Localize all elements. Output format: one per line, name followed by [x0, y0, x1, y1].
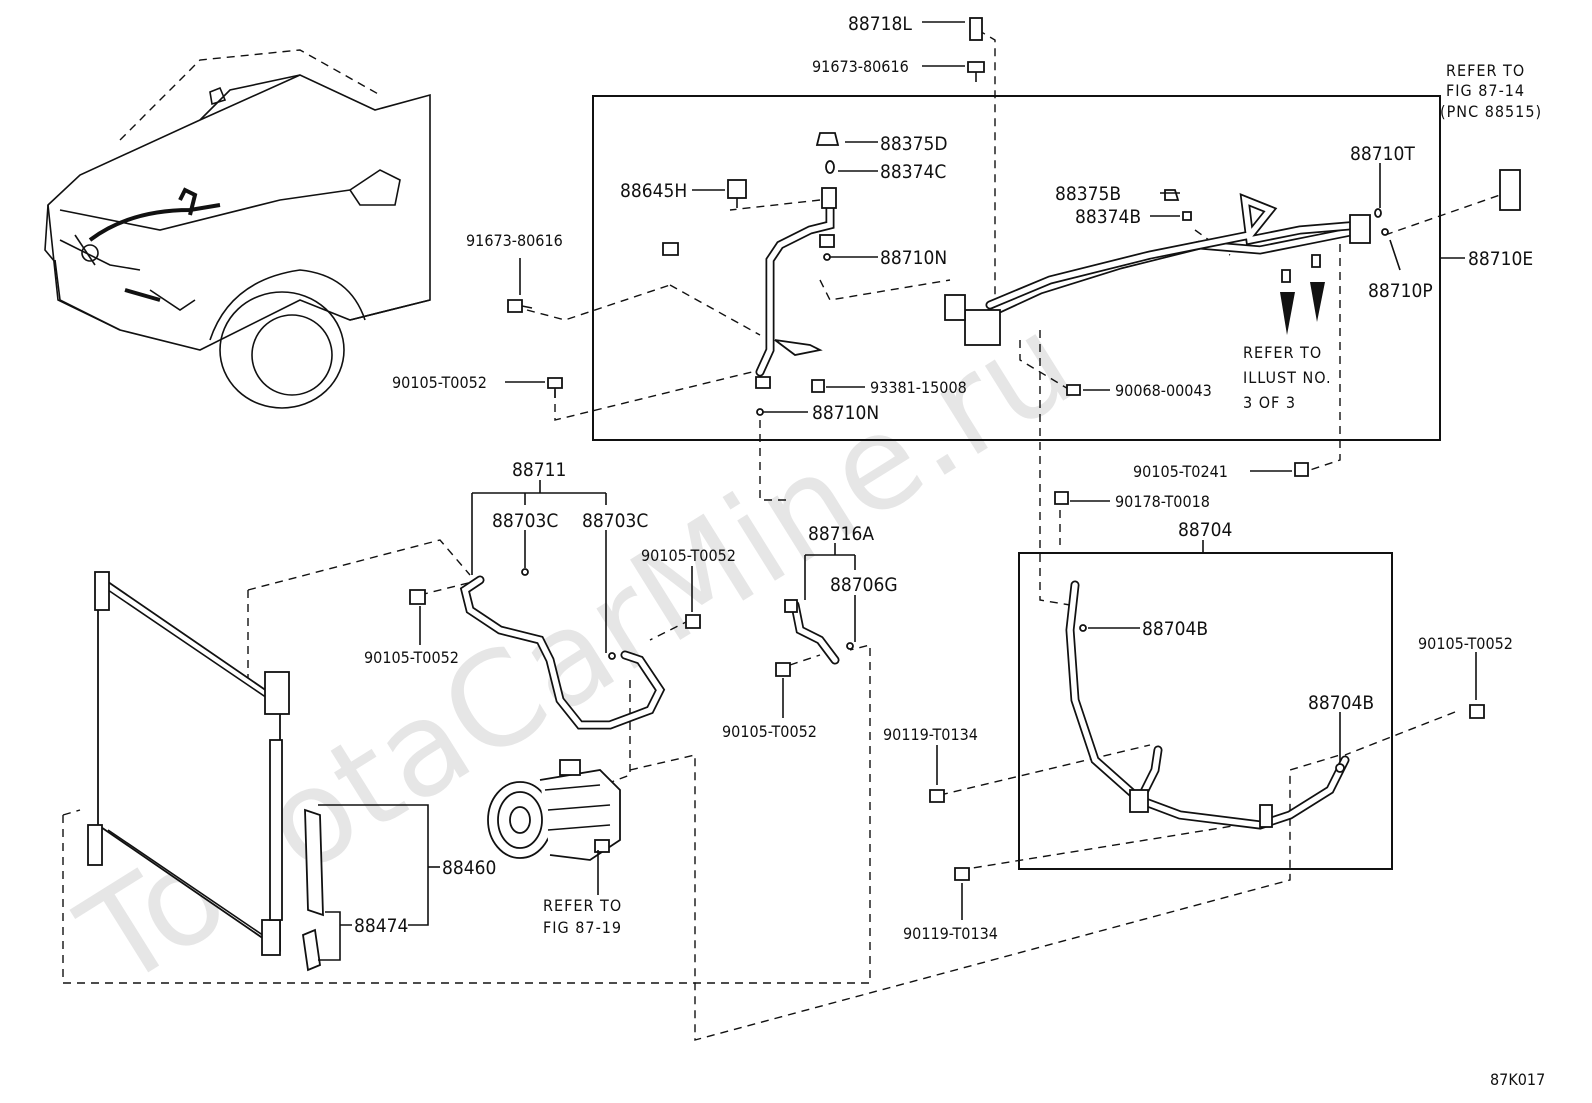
label-90119-T0134-upper: 90119-T0134 — [883, 725, 978, 744]
label-88374B: 88374B — [1075, 206, 1141, 228]
label-88375D: 88375D — [880, 133, 948, 155]
label-88704B-lower: 88704B — [1308, 692, 1374, 714]
tube-88716A — [775, 599, 854, 677]
reference-notes: REFER TO FIG 87-14 (PNC 88515) REFER TO … — [543, 61, 1542, 937]
label-90105-T0241: 90105-T0241 — [1133, 462, 1228, 481]
label-88375B: 88375B — [1055, 183, 1121, 205]
label-88460: 88460 — [442, 857, 496, 879]
label-90105-T0052-bottom: 90105-T0052 — [722, 722, 817, 741]
label-90105-T0052-right: 90105-T0052 — [1418, 634, 1513, 653]
label-88711: 88711 — [512, 459, 566, 481]
discharge-hose-88711 — [409, 568, 701, 730]
vehicle-front-illustration — [44, 49, 431, 409]
leader-lines — [318, 21, 1477, 961]
label-90105-T0052-left: 90105-T0052 — [392, 373, 487, 392]
label-90178-T0018: 90178-T0018 — [1115, 492, 1210, 511]
label-88374C: 88374C — [880, 161, 946, 183]
condenser — [87, 571, 324, 972]
label-90105-T0052-condenser: 90105-T0052 — [364, 648, 459, 667]
ref-fig-87-14-line3: (PNC 88515) — [1440, 102, 1542, 121]
label-88703C-right: 88703C — [582, 510, 648, 532]
label-88703C-left: 88703C — [492, 510, 558, 532]
ref-fig-87-19-line2: FIG 87-19 — [543, 918, 622, 937]
dashed-guide-lines — [62, 29, 1501, 1041]
label-93381-15008: 93381-15008 — [870, 378, 967, 397]
label-88718L: 88718L — [848, 13, 912, 35]
label-88474: 88474 — [354, 915, 408, 937]
label-90119-T0134-lower: 90119-T0134 — [903, 924, 998, 943]
label-88710P: 88710P — [1368, 280, 1433, 302]
upper-assembly-frame — [592, 95, 1441, 441]
label-90068-00043: 90068-00043 — [1115, 381, 1212, 400]
ref-fig-87-14-line1: REFER TO — [1446, 61, 1525, 80]
label-88704: 88704 — [1178, 519, 1232, 541]
discharge-tube-88710N — [755, 187, 837, 377]
hose-assembly-frame-88704 — [1018, 552, 1393, 870]
label-91673-80616-left: 91673-80616 — [466, 231, 563, 250]
fasteners — [507, 17, 1521, 505]
ref-illust-line1: REFER TO — [1243, 343, 1322, 362]
diagram-code: 87K017 — [1490, 1070, 1545, 1089]
ref-fig-87-19-line1: REFER TO — [543, 896, 622, 915]
liquid-tube-assembly-88710E — [944, 192, 1371, 346]
ref-illust-line2: ILLUST NO. — [1243, 368, 1332, 387]
label-88710T: 88710T — [1350, 143, 1415, 165]
part-labels: 88718L 91673-80616 88375D 88374C 88645H … — [354, 13, 1533, 943]
label-88706G: 88706G — [830, 574, 898, 596]
label-88704B-upper: 88704B — [1142, 618, 1208, 640]
label-88716A: 88716A — [808, 523, 874, 545]
ref-fig-87-14-line2: FIG 87-14 — [1446, 81, 1525, 100]
label-88710N-lower: 88710N — [812, 402, 879, 424]
ref-illust-line3: 3 OF 3 — [1243, 393, 1296, 412]
label-88645H: 88645H — [620, 180, 687, 202]
compressor — [487, 759, 621, 861]
suction-hose-88704 — [929, 580, 1485, 881]
label-88710E: 88710E — [1468, 248, 1533, 270]
label-88710N-upper: 88710N — [880, 247, 947, 269]
label-90105-T0052-mid: 90105-T0052 — [641, 546, 736, 565]
label-91673-80616-top: 91673-80616 — [812, 57, 909, 76]
